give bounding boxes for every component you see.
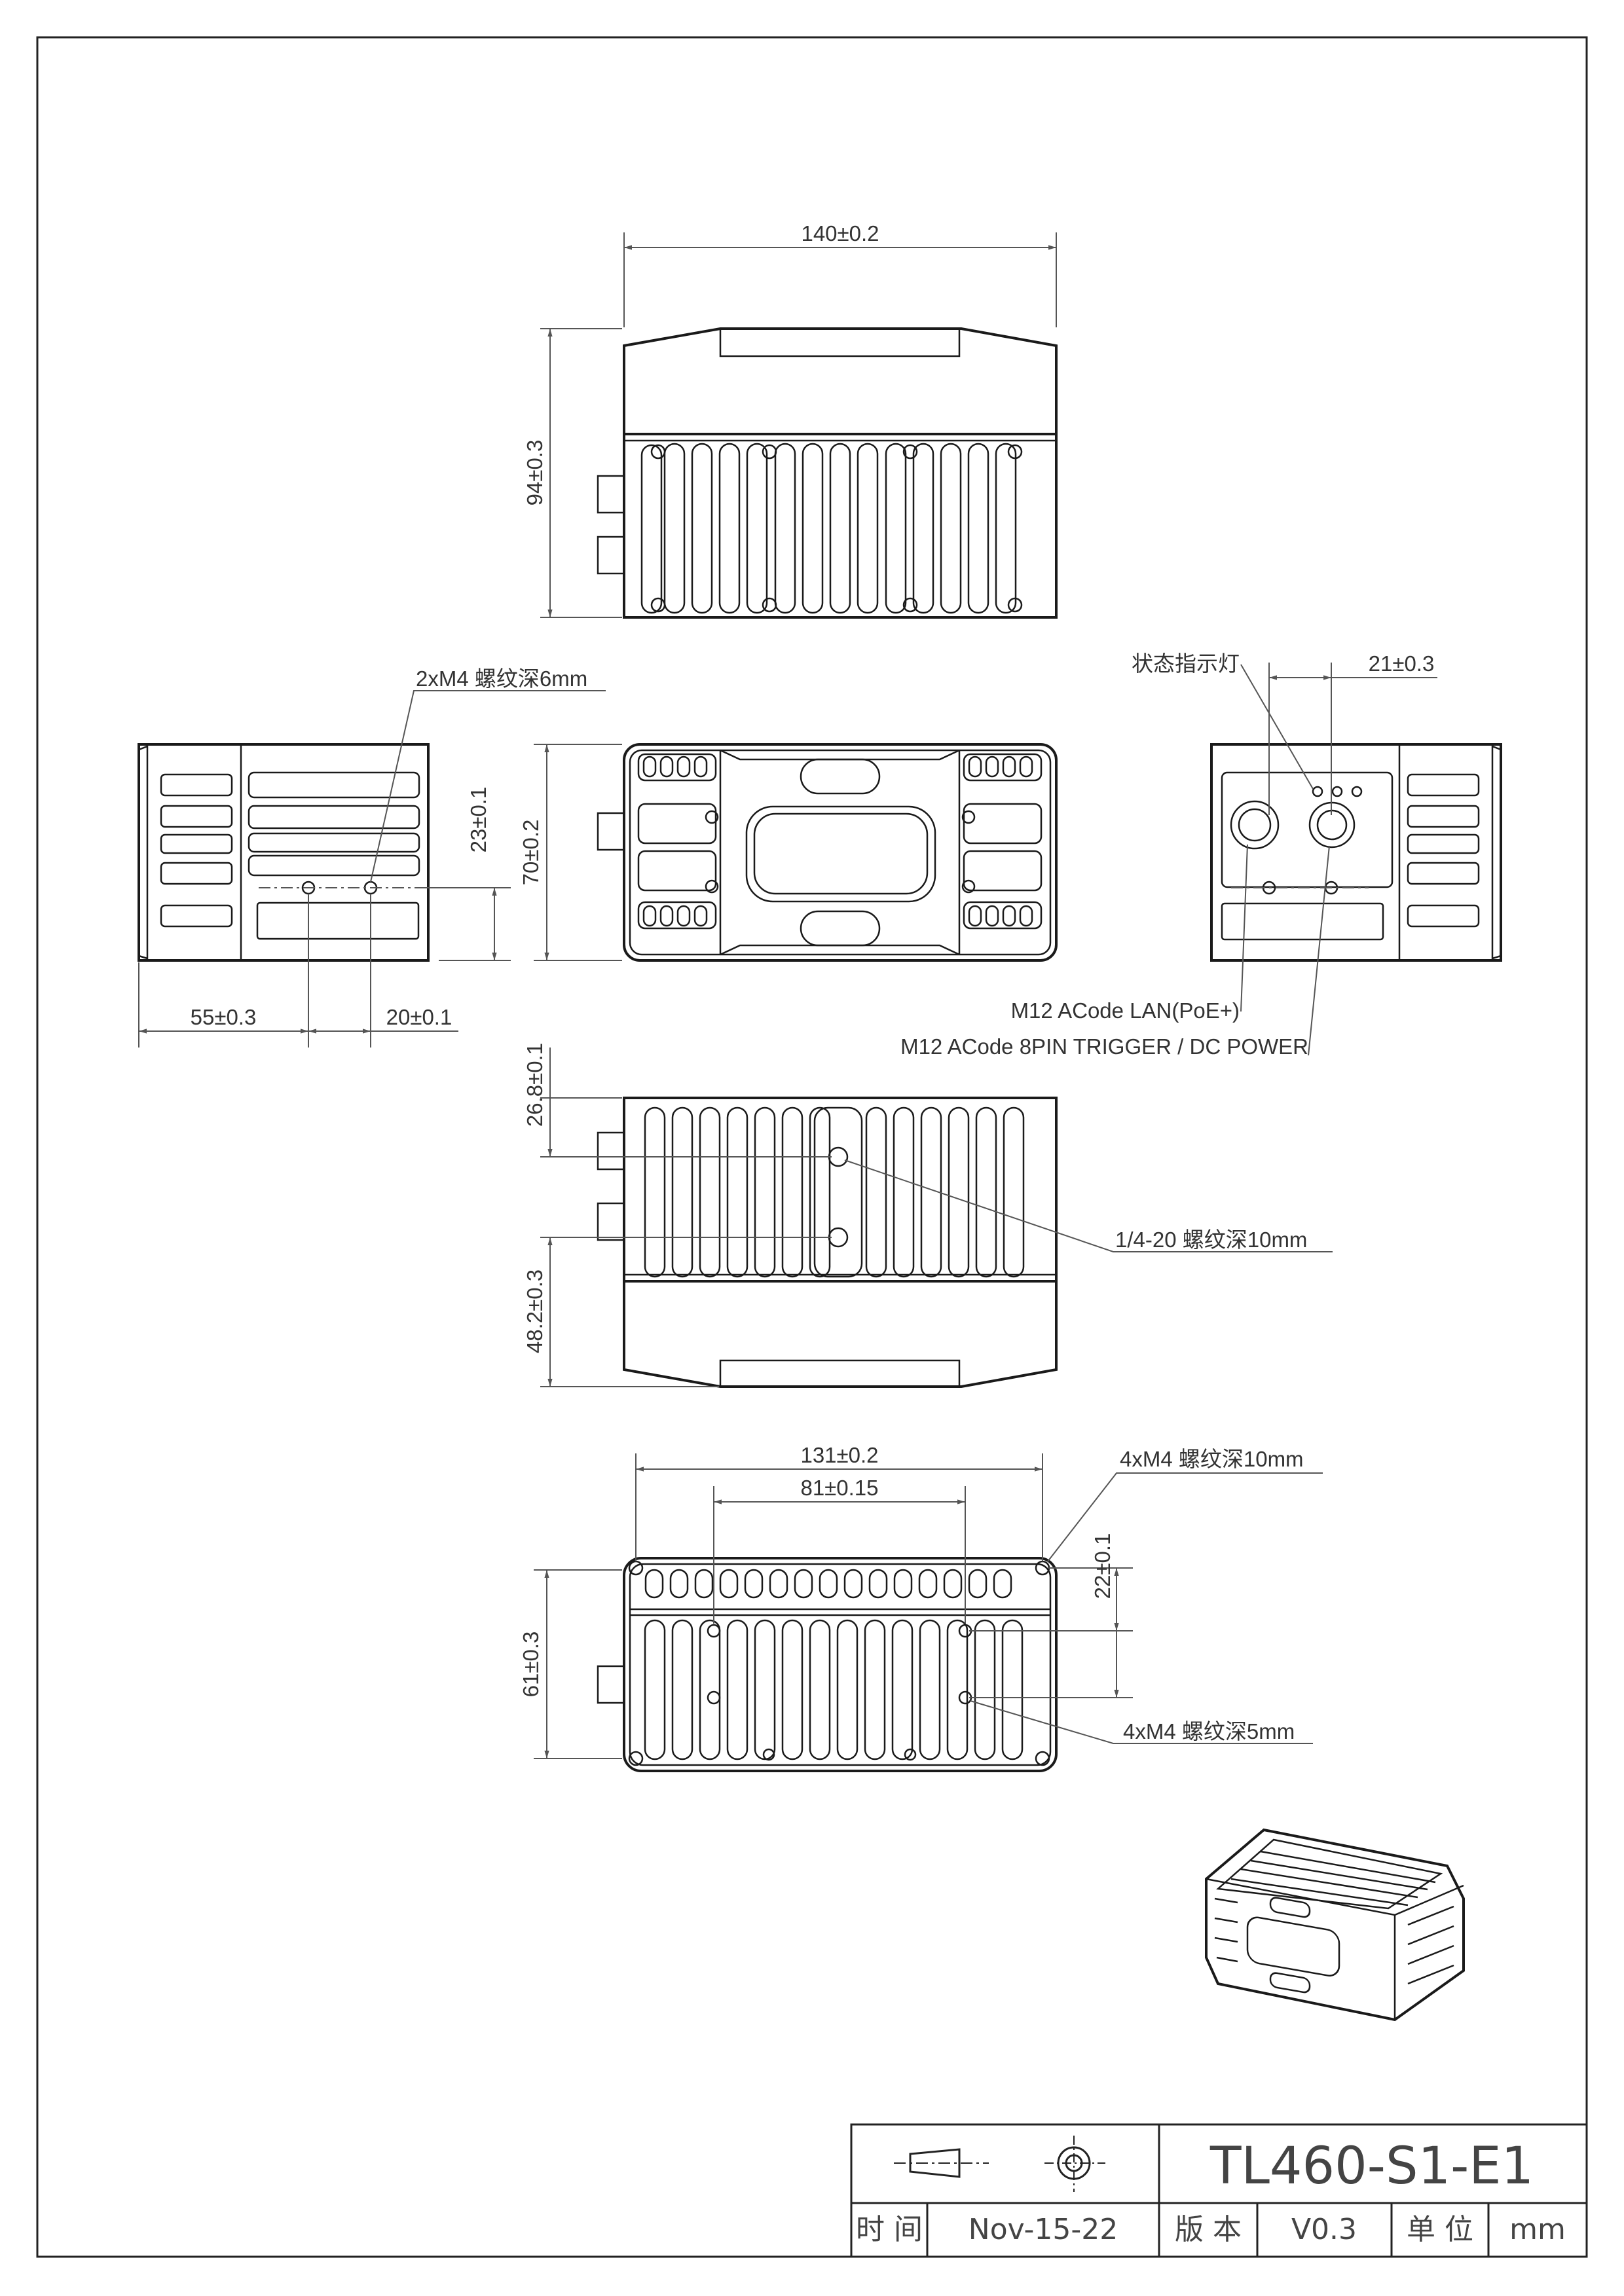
dim-bottom-lower: 48.2±0.3 xyxy=(523,1269,547,1353)
version-label: 版 本 xyxy=(1175,2213,1242,2246)
bottom-view xyxy=(540,1048,1333,1388)
version-value: V0.3 xyxy=(1291,2213,1357,2246)
base-view xyxy=(534,1453,1323,1772)
unit-label: 单 位 xyxy=(1407,2213,1473,2246)
front-view xyxy=(534,743,1058,962)
dim-left-hole-spacing: 20±0.1 xyxy=(386,1005,452,1029)
top-view xyxy=(540,232,1058,619)
time-label: 时 间 xyxy=(856,2213,923,2246)
label-lan-port: M12 ACode LAN(PoE+) xyxy=(1011,998,1240,1023)
note-left-holes: 2xM4 螺纹深6mm xyxy=(416,666,587,691)
unit-value: mm xyxy=(1509,2213,1566,2246)
note-base-corner-holes: 4xM4 螺纹深10mm xyxy=(1120,1447,1304,1471)
dim-left-hole-offset: 23±0.1 xyxy=(466,787,490,853)
dim-top-width: 140±0.2 xyxy=(801,221,879,246)
label-power-port: M12 ACode 8PIN TRIGGER / DC POWER xyxy=(900,1034,1308,1059)
model-number: TL460-S1-E1 xyxy=(1209,2137,1534,2196)
note-tripod-thread: 1/4-20 螺纹深10mm xyxy=(1115,1228,1307,1252)
dim-right-spacing: 21±0.3 xyxy=(1369,651,1435,676)
right-side-view xyxy=(1210,663,1502,1056)
dim-base-height: 61±0.3 xyxy=(519,1631,543,1698)
dim-base-inner: 81±0.15 xyxy=(800,1476,878,1500)
left-side-view xyxy=(138,690,606,1048)
dim-bottom-upper: 26.8±0.1 xyxy=(523,1043,547,1127)
isometric-view xyxy=(1205,1828,1465,2022)
page-border xyxy=(36,36,1588,2258)
dim-left-width: 55±0.3 xyxy=(191,1005,257,1029)
dim-front-height: 70±0.2 xyxy=(519,820,543,886)
date-value: Nov-15-22 xyxy=(969,2213,1118,2246)
note-base-inner-holes: 4xM4 螺纹深5mm xyxy=(1123,1719,1295,1743)
label-status-led: 状态指示灯 xyxy=(1132,651,1240,676)
dim-top-height: 94±0.3 xyxy=(523,440,547,506)
dim-base-outer: 131±0.2 xyxy=(800,1443,878,1467)
dim-base-offset: 22±0.1 xyxy=(1090,1533,1115,1599)
title-block xyxy=(850,2123,1588,2258)
